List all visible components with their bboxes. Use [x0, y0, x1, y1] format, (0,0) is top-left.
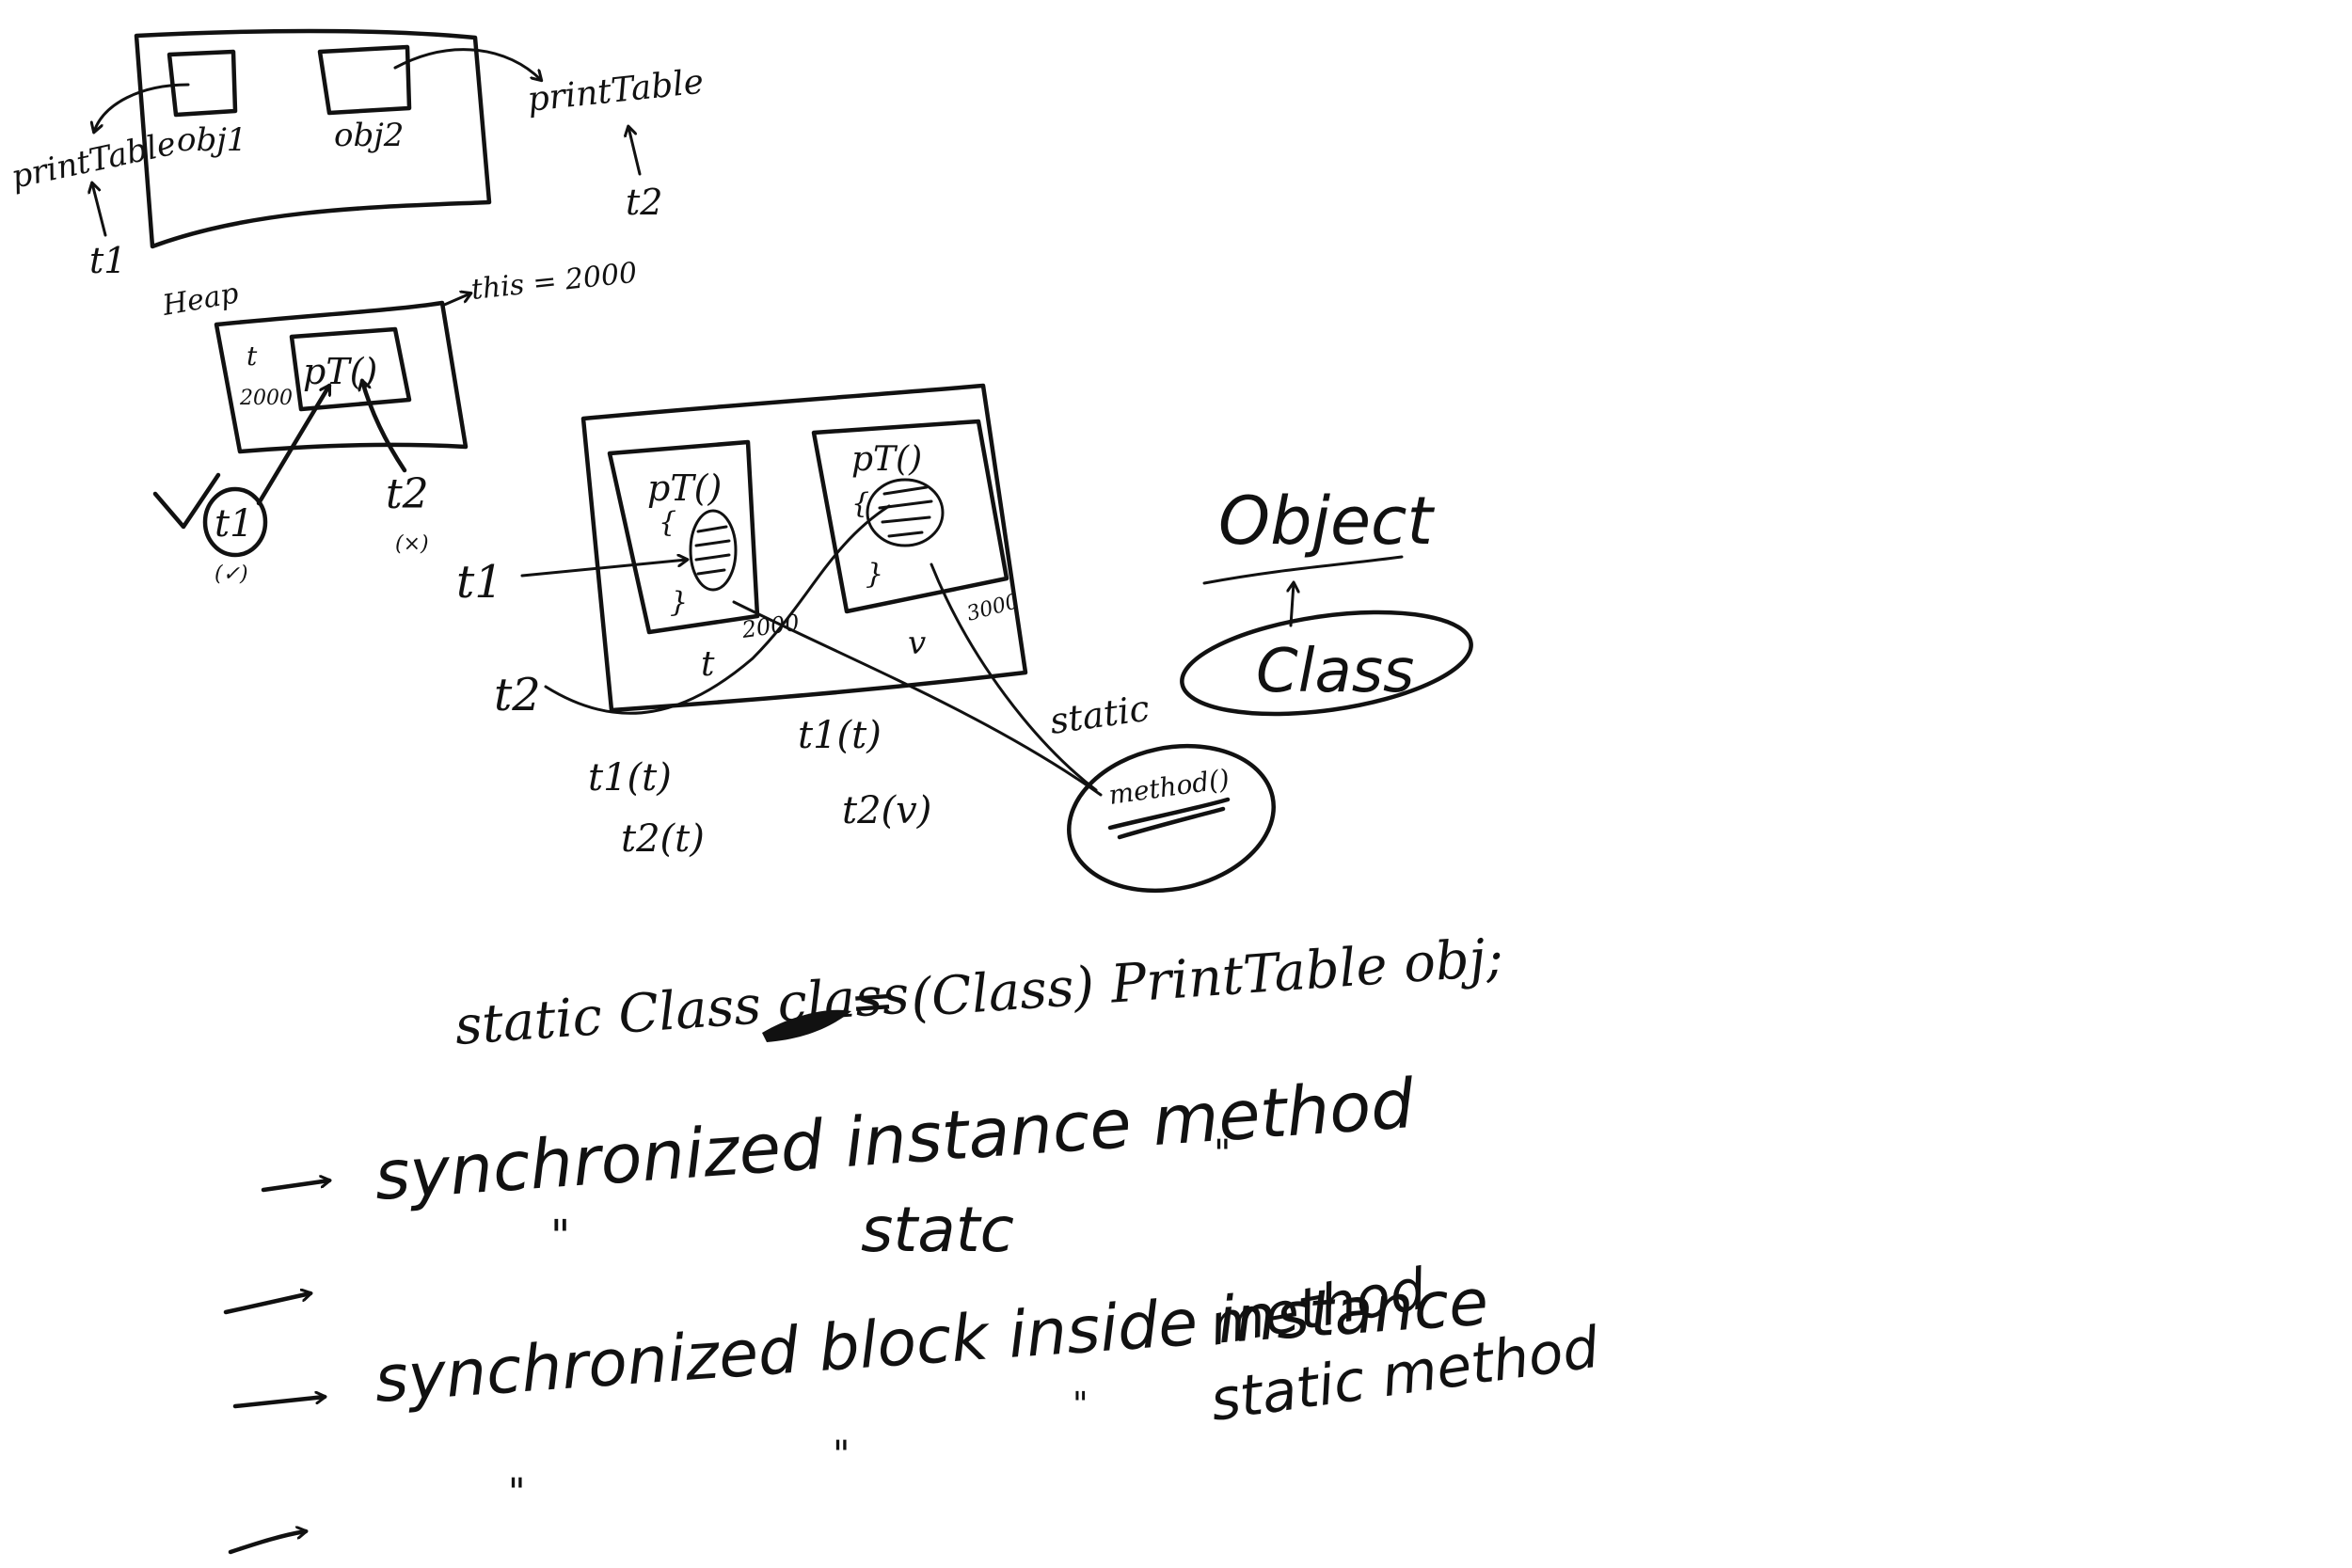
pt-method-label: pT() [303, 351, 377, 392]
left-lock-hatch [694, 525, 731, 576]
obj1-box [167, 49, 238, 118]
obj1-label: obj1 [177, 121, 246, 159]
t2-up-arrow [628, 127, 642, 176]
sketch2-t2-label: t2 [386, 470, 429, 518]
object-label: Object [1218, 483, 1436, 560]
left-obj-label: t [701, 645, 715, 684]
left-brace-open: { [659, 506, 676, 539]
note-arrow-1 [261, 1180, 329, 1193]
right-brace-close: } [866, 558, 883, 591]
right-lock-hatch [878, 485, 933, 538]
t2-curve-to-right [544, 504, 891, 715]
sketch3-t1-label: t1 [456, 556, 503, 609]
sketch2-t1-label: t1 [215, 502, 254, 546]
note-line2-word: statc [861, 1194, 1014, 1266]
pt-box [289, 326, 412, 412]
state-left-2: t2(t) [621, 817, 705, 861]
obj2-box [317, 44, 412, 116]
state-left-1: t1(t) [588, 756, 672, 800]
right-to-static-line [930, 562, 1098, 792]
sketch2-t1-state: (✓) [215, 562, 248, 586]
sketch1-group: obj1 obj2 printTable t1 printTable t2 [8, 28, 706, 281]
thread-t2-label: t2 [626, 182, 662, 223]
static-label: static [1047, 688, 1152, 742]
note-ditto-c: " [1073, 1386, 1089, 1424]
t2-to-pt-arrow [362, 381, 407, 473]
heap-obj-label: t [246, 341, 258, 372]
note-arrow-3 [232, 1397, 325, 1409]
thread-t1-label: t1 [89, 240, 126, 281]
state-right-2: t2(v) [842, 789, 931, 832]
class-label: Class [1256, 637, 1414, 706]
sketch3-outer-box [580, 383, 1028, 713]
code-part2: = (Class) PrintTable obj; [848, 927, 1504, 1034]
class-to-object-arrow [1291, 583, 1294, 627]
t1-to-pt-arrow [256, 386, 332, 506]
heap-label: Heap [159, 277, 241, 323]
note-ditto-left-1: " [550, 1211, 570, 1261]
left-pt-label: pT() [647, 467, 722, 509]
left-to-static-line [732, 600, 1103, 797]
note-ditto-a: " [508, 1471, 525, 1514]
static-method-circle [1067, 743, 1276, 894]
state-right-1: t1(t) [798, 714, 882, 757]
notes-group: synchronized instance method " " statc s… [223, 1064, 1603, 1555]
class-hierarchy-group: Object Class [1180, 483, 1473, 717]
right-obj-label: v [908, 625, 926, 662]
right-pt-label: pT() [851, 440, 922, 479]
note-line1: synchronized instance method [372, 1064, 1417, 1215]
right-object-box [811, 419, 1009, 614]
this-arrow [440, 293, 470, 308]
t1-arrow-into-left [520, 560, 687, 578]
sketch3-t2-label: t2 [494, 669, 541, 721]
code-line-group: static Class class = (Class) PrintTable … [453, 927, 1504, 1057]
sketch3-group: pT() pT() { } { } 2000 3000 t v t1 t2 t1… [456, 383, 1276, 894]
obj2-label: obj2 [334, 117, 404, 154]
t1-to-obj1-arrow [94, 83, 190, 132]
right-addr-label: 3000 [964, 590, 1022, 626]
right-lock-oval [866, 478, 945, 547]
t1-circle [202, 486, 268, 558]
sketch2-group: Heap pT() t 2000 this = 2000 t1 (✓) t2 (… [152, 257, 639, 586]
sketch2-t2-state: (×) [395, 532, 429, 556]
check-mark [152, 472, 221, 530]
heap-addr-label: 2000 [239, 387, 293, 410]
t1-up-arrow [92, 183, 107, 237]
note-arrow-2 [223, 1293, 310, 1315]
object-underline [1202, 555, 1404, 585]
class-oval [1180, 610, 1473, 717]
obj2-to-printtable-arrow [393, 48, 541, 80]
static-method-scribble [1107, 797, 1231, 840]
left-lock-oval [689, 509, 738, 592]
right-printtable-label: printTable [526, 63, 706, 119]
sketch1-outer-box [134, 28, 492, 249]
left-object-box [607, 439, 760, 635]
code-scribble [762, 1009, 851, 1042]
left-brace-close: } [670, 586, 688, 619]
note-ditto-right-1: " [1214, 1132, 1231, 1176]
note-arrow-4 [228, 1531, 306, 1555]
right-brace-open: { [851, 487, 869, 520]
this-label: this = 2000 [469, 257, 639, 307]
note-ditto-b: " [833, 1433, 850, 1477]
